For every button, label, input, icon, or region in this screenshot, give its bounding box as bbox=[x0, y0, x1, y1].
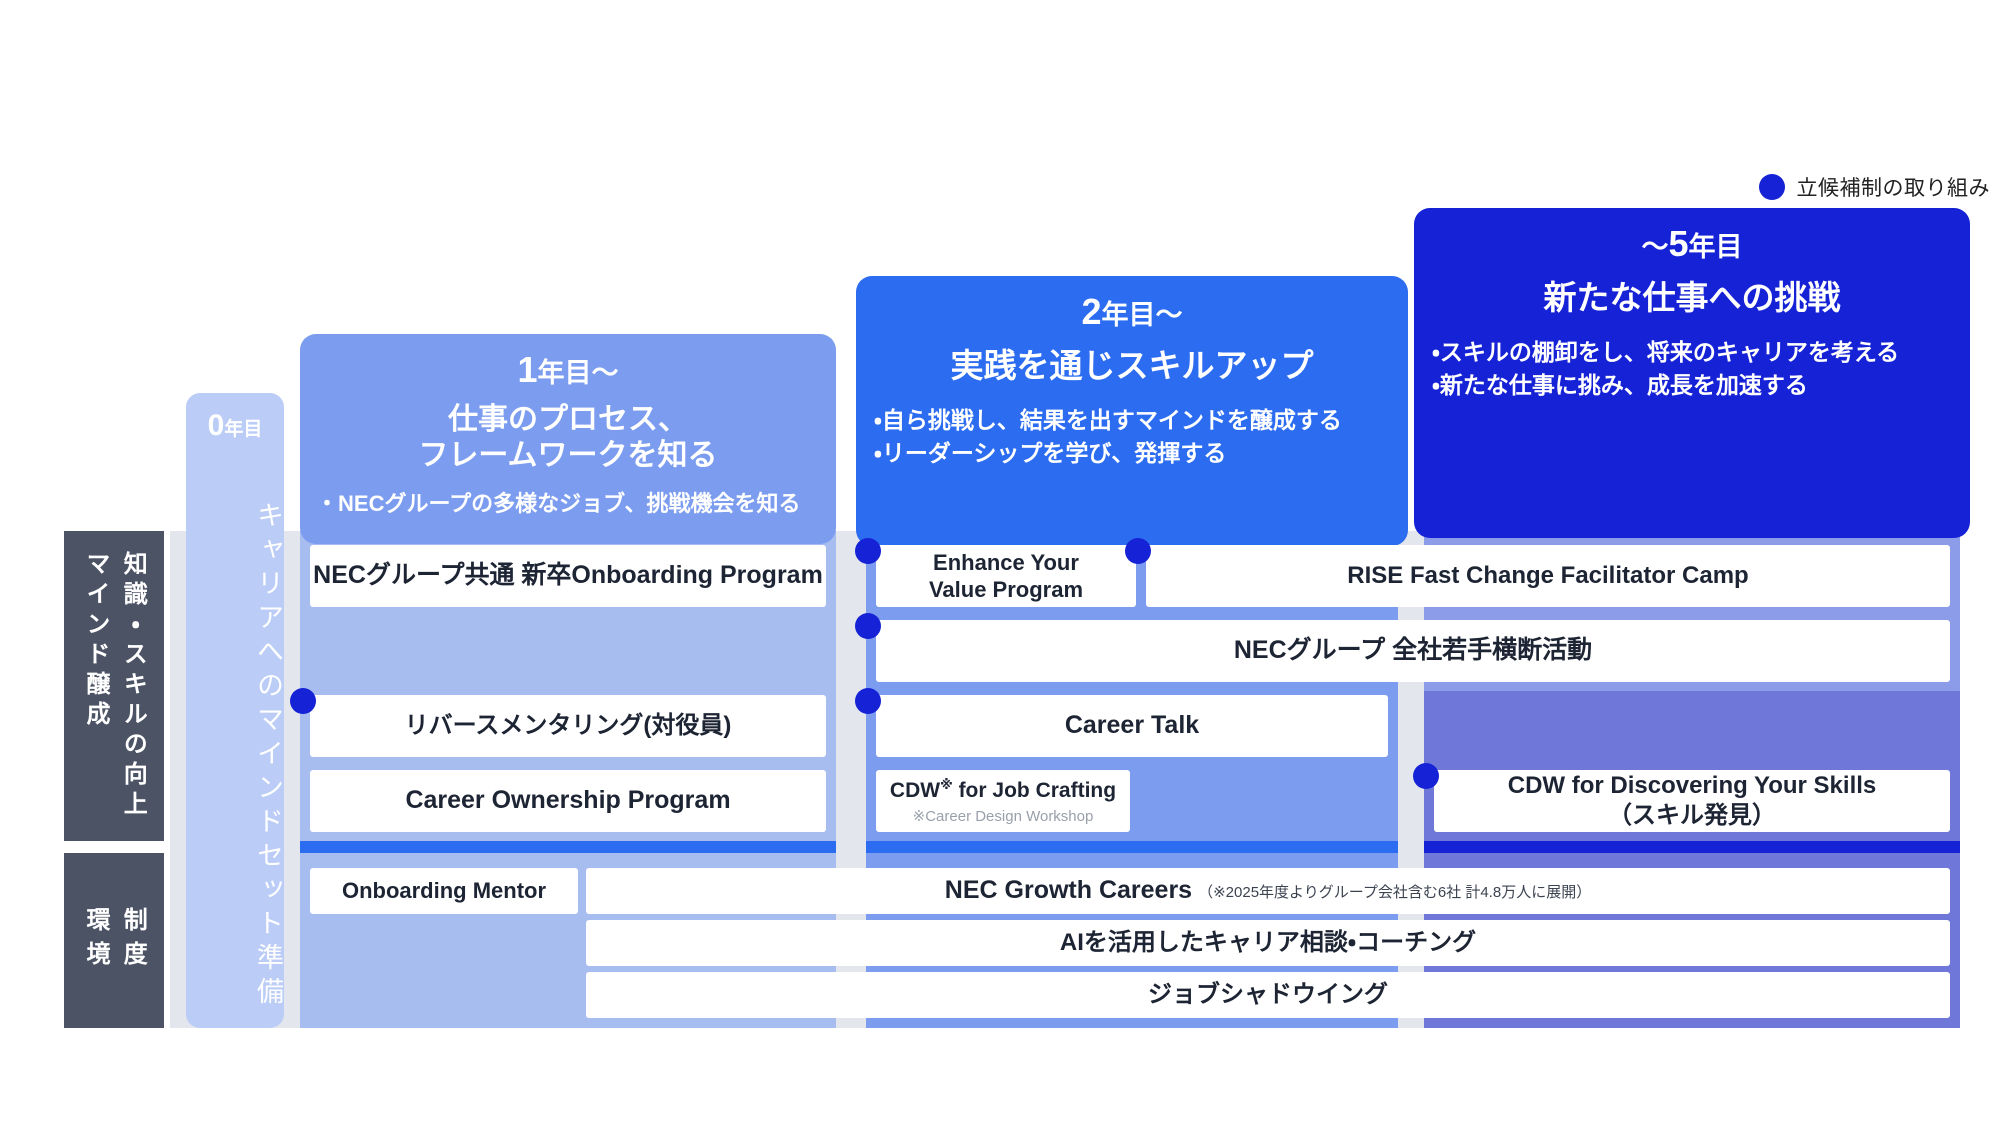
program-box-job-shadowing[interactable]: ジョブシャドウイング bbox=[586, 972, 1950, 1018]
phase-bullet: 自ら挑戦し、結果を出すマインドを醸成する bbox=[874, 404, 1390, 437]
program-note: （※2025年度よりグループ会社含む6社 計4.8万人に展開） bbox=[1198, 883, 1592, 901]
program-sublabel: ※Career Design Workshop bbox=[912, 807, 1094, 825]
category-label-knowledge-skill: 知識・スキルの向上 マインド醸成 bbox=[64, 531, 164, 841]
program-box-reverse-mentoring[interactable]: リバースメンタリング(対役員) bbox=[310, 695, 826, 757]
program-box-career-talk[interactable]: Career Talk bbox=[876, 695, 1388, 757]
phase-bullet: スキルの棚卸をし、将来のキャリアを考える bbox=[1432, 336, 1952, 369]
phase-bullets-year1: NECグループの多様なジョブ、挑戦機会を知る bbox=[316, 488, 820, 520]
program-label: RISE Fast Change Facilitator Camp bbox=[1347, 562, 1749, 589]
program-box-growth-careers[interactable]: NEC Growth Careers （※2025年度よりグループ会社含む6社 … bbox=[586, 868, 1950, 914]
legend: 立候補制の取り組み bbox=[1758, 172, 1991, 202]
column-divider-year5 bbox=[1424, 841, 1960, 853]
phase-year-year5: 〜5年目 bbox=[1641, 223, 1743, 264]
phase-bullet: リーダーシップを学び、発揮する bbox=[874, 437, 1390, 470]
self-nomination-marker-career-talk bbox=[855, 688, 881, 714]
program-label: Onboarding Mentor bbox=[341, 878, 547, 904]
phase-title-year1: 仕事のプロセス、 フレームワークを知る bbox=[418, 403, 718, 472]
program-label: NEC Growth Careers bbox=[944, 876, 1193, 905]
category-text: 知識・スキルの向上 マインド醸成 bbox=[82, 551, 147, 821]
program-label-main: CDW※ for Job Crafting bbox=[889, 777, 1117, 803]
program-label: リバースメンタリング(対役員) bbox=[404, 712, 732, 739]
phase-title-year2: 実践を通じスキルアップ bbox=[950, 347, 1314, 384]
phase-title-year5: 新たな仕事への挑戦 bbox=[1543, 279, 1841, 316]
year0-header: 0年目 bbox=[207, 409, 263, 442]
program-label: Enhance Your Value Program bbox=[928, 549, 1084, 603]
program-label: NECグループ共通 新卒Onboarding Program bbox=[313, 561, 823, 590]
program-box-cross-company[interactable]: NECグループ 全社若手横断活動 bbox=[876, 620, 1950, 682]
self-nomination-marker-enhance-value bbox=[855, 538, 881, 564]
program-box-rise-camp[interactable]: RISE Fast Change Facilitator Camp bbox=[1146, 545, 1950, 607]
phase-year-year2: 2年目〜 bbox=[1081, 291, 1183, 332]
phase-card-year1: 1年目〜 仕事のプロセス、 フレームワークを知る NECグループの多様なジョブ、… bbox=[300, 334, 836, 544]
program-label: NECグループ 全社若手横断活動 bbox=[1233, 636, 1593, 665]
self-nomination-marker-reverse-mentoring bbox=[290, 688, 316, 714]
program-box-enhance-value[interactable]: Enhance Your Value Program bbox=[876, 545, 1136, 607]
program-label: Career Ownership Program bbox=[405, 786, 731, 815]
program-label: CDW※ for Job Crafting bbox=[890, 777, 1116, 804]
program-box-ai-career-coaching[interactable]: AIを活用したキャリア相談・コーチング bbox=[586, 920, 1950, 966]
program-box-onboarding-common[interactable]: NECグループ共通 新卒Onboarding Program bbox=[310, 545, 826, 607]
phase-card-year5: 〜5年目 新たな仕事への挑戦 スキルの棚卸をし、将来のキャリアを考える 新たな仕… bbox=[1414, 208, 1970, 538]
self-nomination-marker-cross-company bbox=[855, 613, 881, 639]
year0-column: 0年目 キャリアへのマインドセット準備 bbox=[186, 393, 284, 1028]
self-nomination-marker-cdw-discovering bbox=[1413, 763, 1439, 789]
program-box-career-ownership[interactable]: Career Ownership Program bbox=[310, 770, 826, 832]
program-label: ジョブシャドウイング bbox=[1148, 981, 1388, 1008]
legend-label: 立候補制の取り組み bbox=[1796, 177, 1990, 200]
program-label: CDW for Discovering Your Skills （スキル発見） bbox=[1507, 772, 1877, 829]
phase-bullet: NECグループの多様なジョブ、挑戦機会を知る bbox=[316, 488, 820, 520]
phase-bullet: 新たな仕事に挑み、成長を加速する bbox=[1432, 369, 1952, 402]
program-box-cdw-discovering[interactable]: CDW for Discovering Your Skills （スキル発見） bbox=[1434, 770, 1950, 832]
program-label: Career Talk bbox=[1064, 711, 1200, 740]
program-label: AIを活用したキャリア相談・コーチング bbox=[1059, 929, 1477, 956]
phase-bullets-year2: 自ら挑戦し、結果を出すマインドを醸成する リーダーシップを学び、発揮する bbox=[874, 404, 1390, 471]
phase-bullets-year5: スキルの棚卸をし、将来のキャリアを考える 新たな仕事に挑み、成長を加速する bbox=[1432, 336, 1952, 403]
category-label-system-environment: 制度 環境 bbox=[64, 853, 164, 1028]
column-divider-year1 bbox=[300, 841, 836, 853]
self-nomination-marker-rise-camp bbox=[1125, 538, 1151, 564]
cdw-footnote-mark: ※ bbox=[940, 777, 953, 793]
phase-year-year1: 1年目〜 bbox=[517, 349, 619, 390]
year0-vertical-label: キャリアへのマインドセット準備 bbox=[253, 500, 283, 1011]
legend-dot-icon bbox=[1758, 174, 1785, 200]
program-box-cdw-job-crafting[interactable]: CDW※ for Job Crafting ※Career Design Wor… bbox=[876, 770, 1130, 832]
phase-card-year2: 2年目〜 実践を通じスキルアップ 自ら挑戦し、結果を出すマインドを醸成する リー… bbox=[856, 276, 1408, 546]
column-divider-year2 bbox=[866, 841, 1398, 853]
category-text: 制度 環境 bbox=[82, 906, 147, 975]
program-box-onboarding-mentor[interactable]: Onboarding Mentor bbox=[310, 868, 578, 914]
